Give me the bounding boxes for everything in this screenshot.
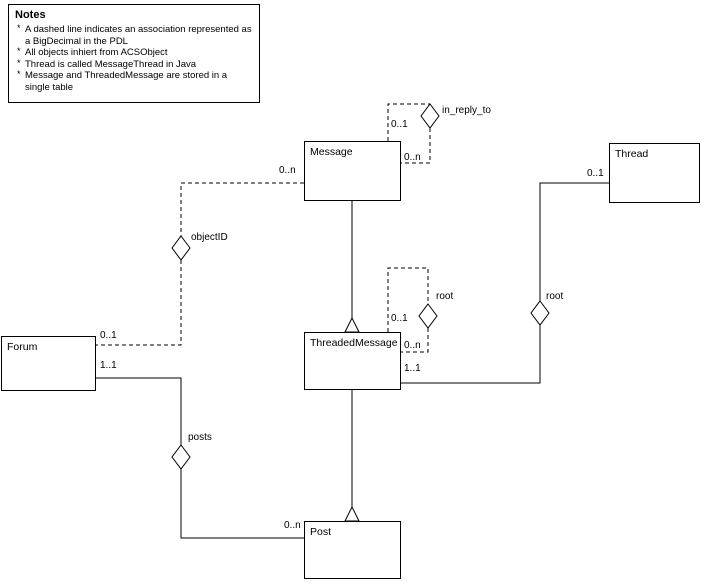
multiplicity-objectid-forum-end: 0..1	[100, 330, 117, 341]
bullet-marker: *	[17, 57, 21, 68]
generalization-triangle-icon	[344, 316, 360, 333]
note-item: * A dashed line indicates an association…	[15, 23, 253, 47]
assoc-in-reply-to-line-upper	[387, 103, 430, 141]
note-text: A dashed line indicates an association r…	[25, 24, 252, 47]
note-item: * Message and ThreadedMessage are stored…	[15, 69, 253, 93]
class-box-post: Post	[304, 521, 401, 579]
assoc-label-root-thread: root	[546, 291, 564, 302]
bullet-marker: *	[17, 69, 21, 79]
multiplicity-objectid-message-end: 0..n	[279, 165, 296, 176]
multiplicity-posts-forum-end: 1..1	[100, 360, 117, 371]
assoc-root-self-line-lower	[401, 328, 429, 353]
diamond-in-reply-to-icon	[420, 103, 440, 129]
class-box-forum: Forum	[1, 336, 96, 391]
multiplicity-in-reply-to-target: 0..n	[404, 152, 421, 163]
assoc-in-reply-to-line-lower	[401, 128, 431, 164]
multiplicity-in-reply-to-source: 0..1	[391, 119, 408, 130]
assoc-root-thread-line-upper	[539, 182, 609, 301]
assoc-root-self-line-upper	[387, 267, 429, 332]
diamond-root-thread-icon	[530, 300, 550, 326]
note-text: Thread is called MessageThread in Java	[25, 58, 197, 70]
note-item: * Thread is called MessageThread in Java	[15, 57, 253, 71]
assoc-label-objectid: objectID	[191, 232, 228, 243]
multiplicity-root-self-target: 0..n	[404, 340, 421, 351]
assoc-objectid-line-lower	[96, 260, 182, 346]
diamond-root-self-icon	[418, 303, 438, 329]
multiplicity-root-tm-end: 1..1	[404, 363, 421, 374]
notes-box: Notes * A dashed line indicates an assoc…	[8, 4, 260, 103]
class-box-threadedmessage: ThreadedMessage	[304, 332, 401, 390]
assoc-posts-line-lower	[180, 469, 304, 539]
assoc-label-in-reply-to: in_reply_to	[442, 105, 491, 116]
note-text: Message and ThreadedMessage are stored i…	[25, 70, 228, 93]
class-name: Message	[310, 146, 353, 158]
class-name: Post	[310, 526, 332, 538]
class-name: Forum	[7, 341, 38, 353]
diamond-objectid-icon	[171, 235, 191, 261]
assoc-posts-line-upper	[96, 377, 182, 445]
note-item: * All objects inhiert from ACSObject	[15, 46, 253, 59]
generalization-triangle-icon	[344, 505, 360, 522]
bullet-marker: *	[17, 23, 21, 33]
multiplicity-root-thread-end: 0..1	[587, 168, 604, 179]
assoc-label-root-self: root	[436, 291, 454, 302]
assoc-label-posts: posts	[188, 432, 212, 443]
assoc-root-thread-line-lower	[401, 325, 541, 384]
bullet-marker: *	[17, 46, 21, 56]
notes-title: Notes	[15, 9, 46, 21]
multiplicity-posts-post-end: 0..n	[284, 520, 301, 531]
multiplicity-root-self-source: 0..1	[391, 313, 408, 324]
class-box-thread: Thread	[609, 143, 700, 203]
diamond-posts-icon	[171, 444, 191, 470]
class-name: Thread	[615, 148, 649, 160]
assoc-objectid-line-upper	[180, 182, 304, 236]
class-name: ThreadedMessage	[310, 337, 398, 349]
note-text: All objects inhiert from ACSObject	[25, 47, 168, 58]
class-box-message: Message	[304, 141, 401, 201]
